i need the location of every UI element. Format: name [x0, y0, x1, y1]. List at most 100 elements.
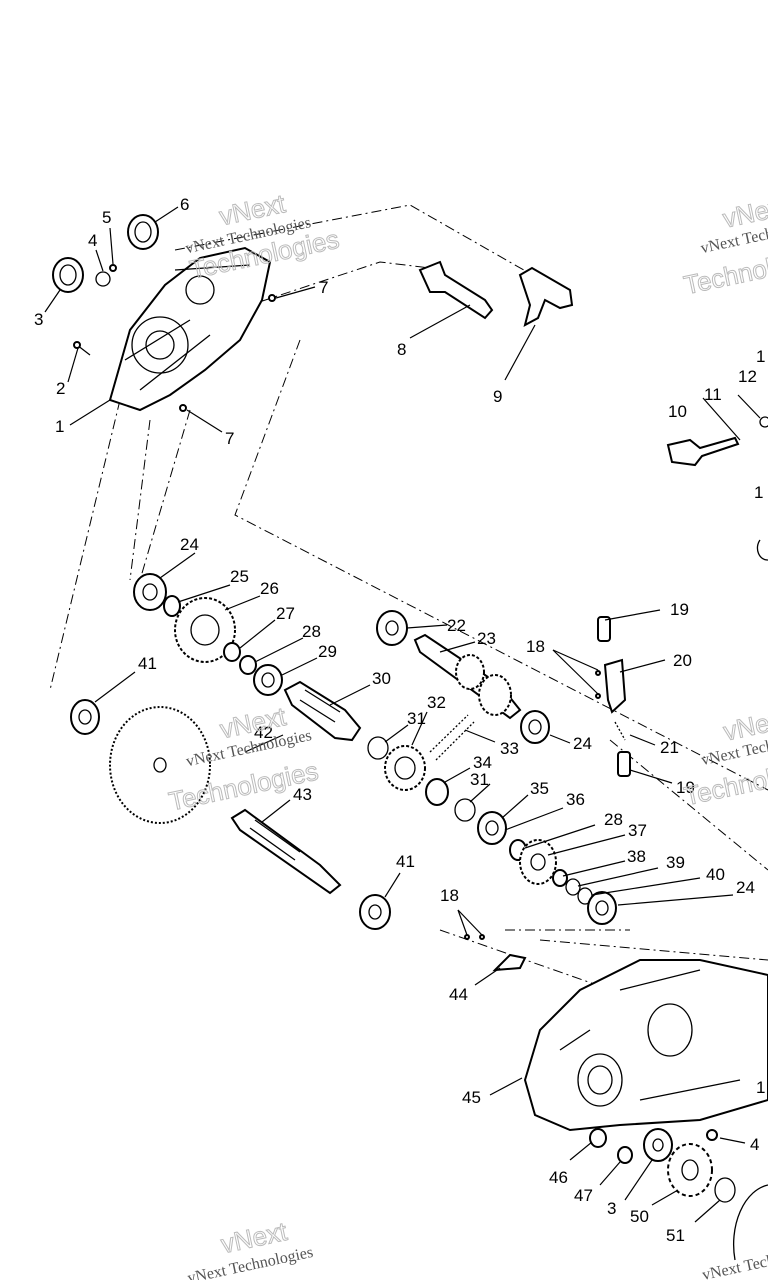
callout-30: 30: [372, 669, 391, 688]
bolt-4-lower: [706, 1129, 718, 1141]
ring-39: [565, 878, 581, 896]
callout-33: 33: [500, 739, 519, 758]
callout-50: 50: [630, 1207, 649, 1226]
callout-19b: 19: [676, 778, 695, 797]
callout-6: 6: [180, 195, 189, 214]
sprocket-50: [667, 1143, 713, 1197]
callout-labels: 1 2 3 4 5 6 7 7 8 9 10 11 12 1 1 1 18 19…: [34, 195, 765, 1245]
bearing-24-upper: [133, 573, 167, 611]
bolt-2: [73, 341, 91, 356]
callout-32: 32: [427, 693, 446, 712]
callout-7a: 7: [319, 278, 328, 297]
callout-51: 51: [666, 1226, 685, 1245]
bearing-22: [376, 610, 408, 646]
callout-44: 44: [449, 985, 468, 1004]
ring-28: [239, 655, 257, 675]
callout-5: 5: [102, 208, 111, 227]
part-11: [759, 416, 768, 428]
callout-18b: 18: [440, 886, 459, 905]
part-17: [756, 539, 768, 561]
pin-5: [109, 264, 117, 272]
callout-18a: 18: [526, 637, 545, 656]
seal-3: [52, 257, 84, 293]
callout-1-partial-b: 1: [754, 483, 763, 502]
bearing-34: [425, 778, 449, 806]
shift-fork-8: [418, 260, 494, 320]
callout-19a: 19: [670, 600, 689, 619]
collar-35: [477, 811, 507, 845]
dowel-7a: [268, 294, 276, 302]
bearing-24-mid: [520, 710, 550, 744]
callout-39: 39: [666, 853, 685, 872]
callout-37: 37: [628, 821, 647, 840]
washer-3-lower: [643, 1128, 673, 1162]
shaft-43: [230, 808, 342, 895]
callout-3: 3: [34, 310, 43, 329]
callout-34: 34: [473, 753, 492, 772]
pin-19-upper: [597, 616, 611, 642]
seal-46: [589, 1128, 607, 1148]
callout-47: 47: [574, 1186, 593, 1205]
disc-partial: [733, 1184, 768, 1261]
plate-20: [603, 658, 627, 714]
screw-18c: [464, 934, 470, 940]
watermark-right-mid: vNext vNext Technologies Technologies: [681, 703, 768, 812]
watermark-top: vNext vNext Technologies Technologies: [184, 188, 342, 286]
plate-44: [492, 953, 527, 972]
gear-42: [109, 706, 211, 824]
callout-41a: 41: [138, 654, 157, 673]
callout-41b: 41: [396, 852, 415, 871]
gear-37: [519, 839, 557, 885]
leader-lines: [44, 206, 761, 1223]
ring-31: [367, 736, 389, 760]
callout-38: 38: [627, 847, 646, 866]
assembly-dashed-lines: [49, 204, 768, 1001]
watermark-right-top: vNext vNext Technologies Technologies: [681, 190, 768, 301]
callout-10: 10: [668, 402, 687, 421]
spring-21: [614, 721, 626, 741]
bearing-41-upper: [70, 699, 100, 735]
callout-4-lower: 4: [750, 1135, 759, 1154]
shaft-30: [283, 680, 362, 742]
callout-23: 23: [477, 629, 496, 648]
callout-31b: 31: [470, 770, 489, 789]
callout-28b: 28: [604, 810, 623, 829]
callout-46: 46: [549, 1168, 568, 1187]
callout-29: 29: [318, 642, 337, 661]
gear-26: [174, 597, 236, 663]
seal-6: [127, 214, 159, 250]
ring-31b: [454, 798, 476, 822]
callout-20: 20: [673, 651, 692, 670]
callout-3-lower: 3: [607, 1199, 616, 1218]
callout-8: 8: [397, 340, 406, 359]
collar-29: [253, 664, 283, 696]
ring-51: [714, 1177, 736, 1203]
bearing-41-lower: [359, 894, 391, 930]
needle-bearing-33: [429, 714, 475, 761]
callout-22: 22: [447, 616, 466, 635]
callout-40: 40: [706, 865, 725, 884]
callout-25: 25: [230, 567, 249, 586]
shaft-23: [413, 633, 522, 720]
callout-45: 45: [462, 1088, 481, 1107]
callout-2: 2: [56, 379, 65, 398]
pin-19-lower: [617, 751, 631, 777]
callout-9: 9: [493, 387, 502, 406]
plug-47: [617, 1146, 633, 1164]
ring-4: [95, 271, 111, 287]
callout-1-partial-a: 1: [756, 347, 765, 366]
callout-21: 21: [660, 738, 679, 757]
callout-24b: 24: [573, 734, 592, 753]
ring-38: [552, 869, 568, 887]
screw-18a: [595, 670, 601, 676]
callout-7b: 7: [225, 429, 234, 448]
callout-12: 12: [738, 367, 757, 386]
callout-24c: 24: [736, 878, 755, 897]
screw-18d: [479, 934, 485, 940]
svg-text:vNext Technologies: vNext Technologies: [701, 1241, 768, 1280]
washer-25: [163, 595, 181, 617]
callout-11: 11: [704, 385, 722, 404]
dowel-7b: [179, 404, 187, 412]
callout-1: 1: [55, 417, 64, 436]
